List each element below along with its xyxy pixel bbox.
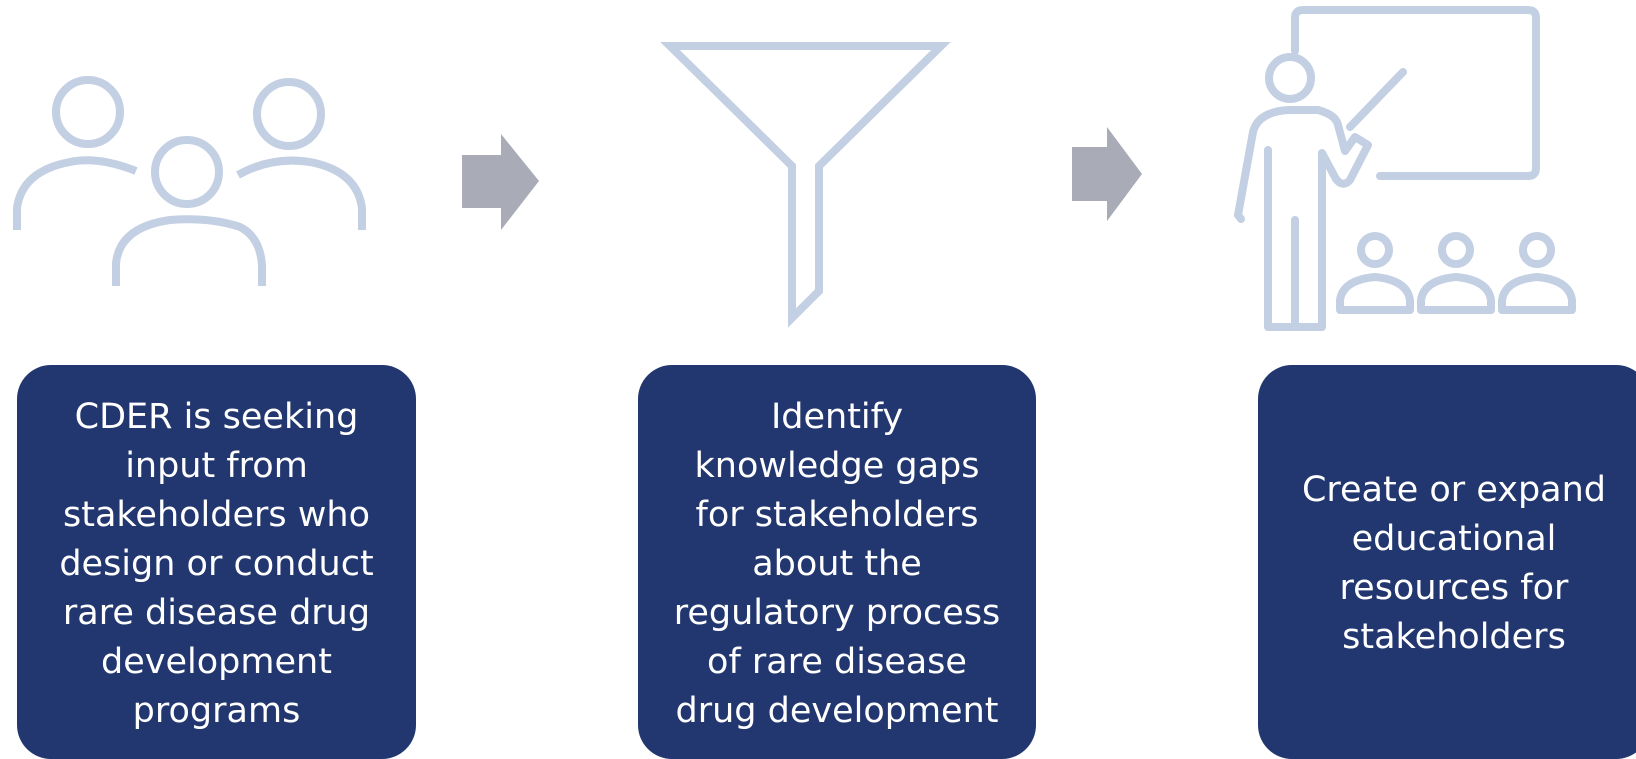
step-box-identify-gaps: Identify knowledge gaps for stakeholders… bbox=[638, 365, 1036, 759]
funnel-icon bbox=[660, 42, 951, 328]
arrow-right-icon bbox=[1072, 127, 1142, 221]
teacher-presentation-icon bbox=[1228, 5, 1578, 331]
step-box-stakeholder-input: CDER is seeking input from stakeholders … bbox=[17, 365, 416, 759]
step-text-stakeholder-input: CDER is seeking input from stakeholders … bbox=[59, 396, 374, 731]
arrow-right-icon bbox=[462, 134, 539, 230]
step-text-identify-gaps: Identify knowledge gaps for stakeholders… bbox=[673, 396, 1001, 731]
people-group-icon bbox=[10, 75, 370, 290]
step-box-create-resources: Create or expand educational resources f… bbox=[1258, 365, 1636, 759]
step-text-create-resources: Create or expand educational resources f… bbox=[1301, 470, 1607, 657]
